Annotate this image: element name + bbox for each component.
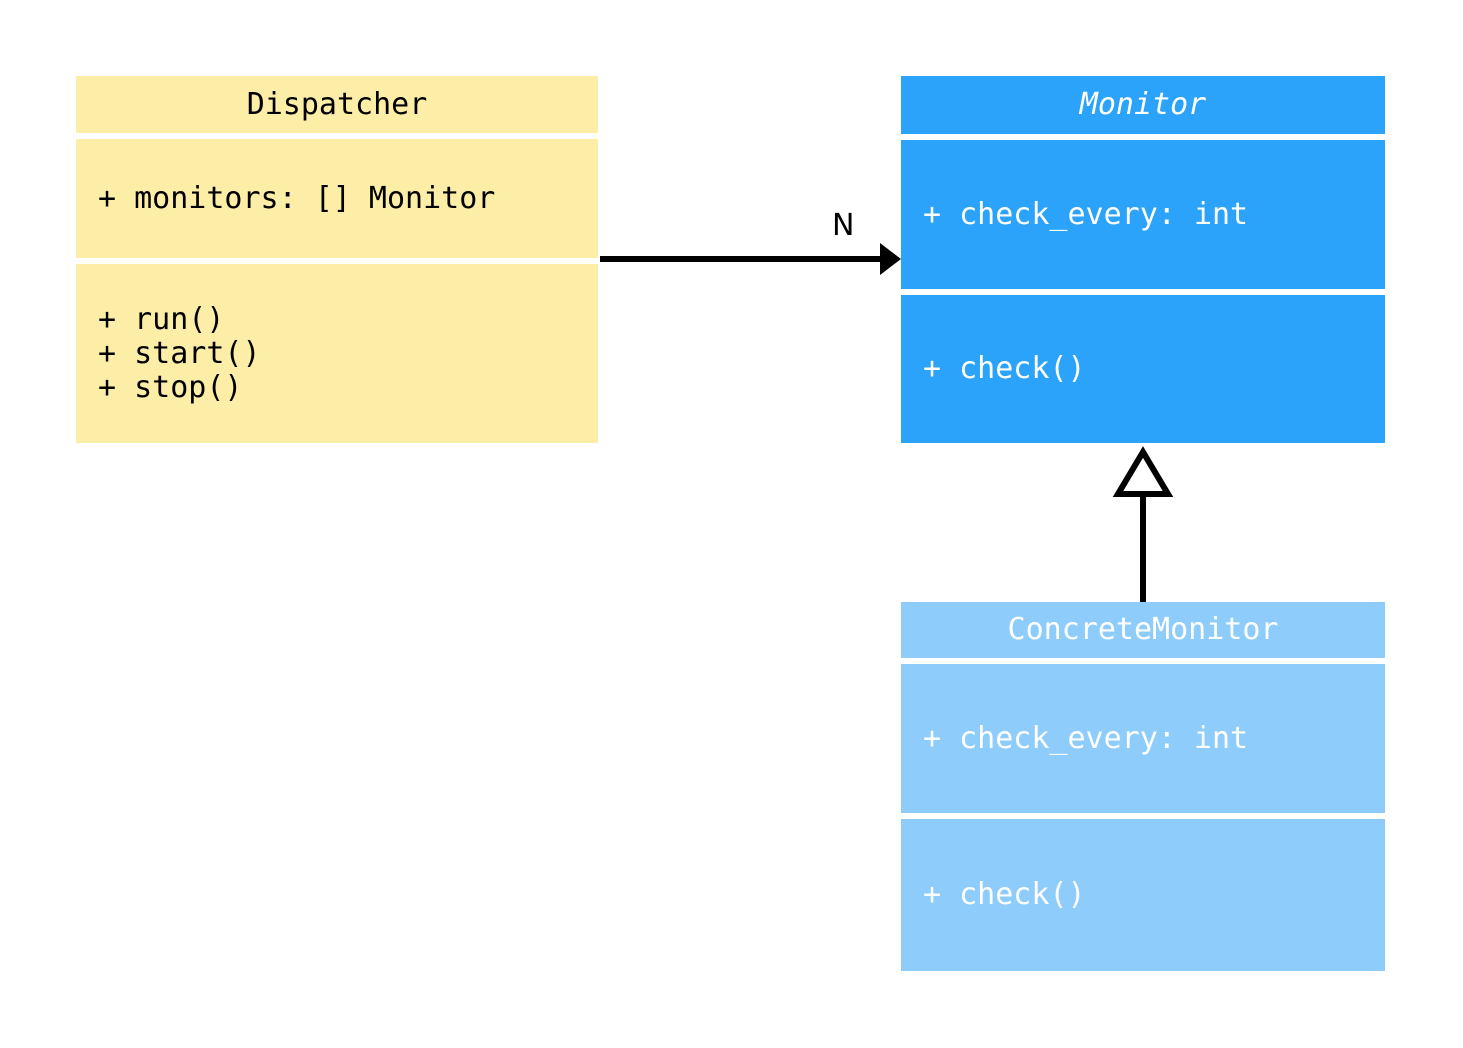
class-box-concrete-monitor[interactable]: ConcreteMonitor + check_every: int + che…: [901, 602, 1385, 971]
attribute-row: + monitors: [] Monitor: [98, 180, 496, 216]
compartment-divider: [76, 133, 598, 139]
association-dispatcher-to-monitor: [600, 243, 901, 275]
compartment-divider: [901, 658, 1385, 664]
filled-arrowhead-icon: [880, 243, 901, 275]
multiplicity-label-n: N: [832, 208, 855, 243]
attributes-compartment-monitor: + check_every: int: [901, 140, 1385, 289]
class-box-monitor[interactable]: Monitor + check_every: int + check(): [901, 76, 1385, 443]
method-row: + stop(): [98, 369, 243, 405]
class-name-monitor: Monitor: [901, 76, 1385, 134]
method-row: + start(): [98, 335, 261, 371]
class-box-dispatcher[interactable]: Dispatcher + monitors: [] Monitor + run(…: [76, 76, 598, 443]
attribute-row: + check_every: int: [923, 196, 1249, 232]
attributes-compartment-dispatcher: + monitors: [] Monitor: [76, 139, 598, 258]
compartment-divider: [901, 134, 1385, 140]
methods-compartment-monitor: + check(): [901, 295, 1385, 443]
generalization-concrete-to-monitor: [1112, 446, 1174, 602]
method-row: + run(): [98, 301, 225, 337]
class-name-concrete-monitor: ConcreteMonitor: [901, 602, 1385, 658]
compartment-divider: [76, 258, 598, 264]
hollow-triangle-arrowhead-icon: [1112, 446, 1174, 497]
method-row: + check(): [923, 877, 1086, 912]
method-row: + check(): [923, 351, 1086, 386]
compartment-divider: [901, 289, 1385, 295]
methods-compartment-concrete-monitor: + check(): [901, 819, 1385, 971]
class-name-dispatcher: Dispatcher: [76, 76, 598, 133]
attributes-compartment-concrete-monitor: + check_every: int: [901, 664, 1385, 813]
compartment-divider: [901, 813, 1385, 819]
attribute-row: + check_every: int: [923, 720, 1249, 756]
methods-compartment-dispatcher: + run() + start() + stop(): [76, 264, 598, 443]
